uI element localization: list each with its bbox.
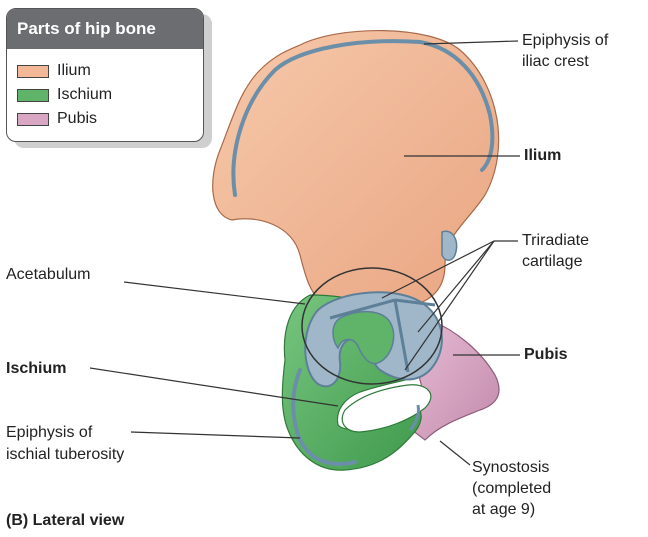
label-epiphysis-ischial-1: Epiphysis of	[6, 423, 92, 442]
legend-item-ilium: Ilium	[17, 61, 91, 81]
figure-caption: (B) Lateral view	[6, 512, 124, 530]
label-triradiate-1: Triradiate	[522, 231, 589, 250]
label-synostosis-2: (completed	[472, 479, 551, 498]
label-synostosis-1: Synostosis	[472, 458, 549, 477]
label-ilium: Ilium	[524, 146, 561, 165]
label-acetabulum: Acetabulum	[6, 265, 91, 284]
leader-epiphysis-ischial	[131, 432, 300, 438]
legend-title: Parts of hip bone	[7, 9, 203, 49]
anterior-ilium-cartilage	[442, 231, 457, 260]
legend-item-pubis: Pubis	[17, 109, 97, 129]
leader-synostosis	[440, 441, 470, 465]
legend-swatch-ischium	[17, 89, 49, 102]
legend-item-ischium: Ischium	[17, 85, 112, 105]
label-epiphysis-ischial-2: ischial tuberosity	[6, 445, 124, 464]
ilium-region	[213, 31, 499, 305]
legend-swatch-ilium	[17, 65, 49, 78]
legend-label-ischium: Ischium	[57, 86, 112, 104]
legend-label-pubis: Pubis	[57, 110, 97, 128]
legend: Parts of hip bone Ilium Ischium Pubis	[6, 8, 204, 142]
legend-label-ilium: Ilium	[57, 62, 91, 80]
leader-acetabulum	[124, 282, 305, 304]
label-synostosis-3: at age 9)	[472, 500, 535, 519]
label-pubis: Pubis	[524, 345, 568, 364]
label-ischium: Ischium	[6, 359, 66, 378]
label-epiphysis-iliac-1: Epiphysis of	[522, 31, 608, 50]
label-triradiate-2: cartilage	[522, 252, 582, 271]
legend-swatch-pubis	[17, 113, 49, 126]
label-epiphysis-iliac-2: iliac crest	[522, 52, 589, 71]
